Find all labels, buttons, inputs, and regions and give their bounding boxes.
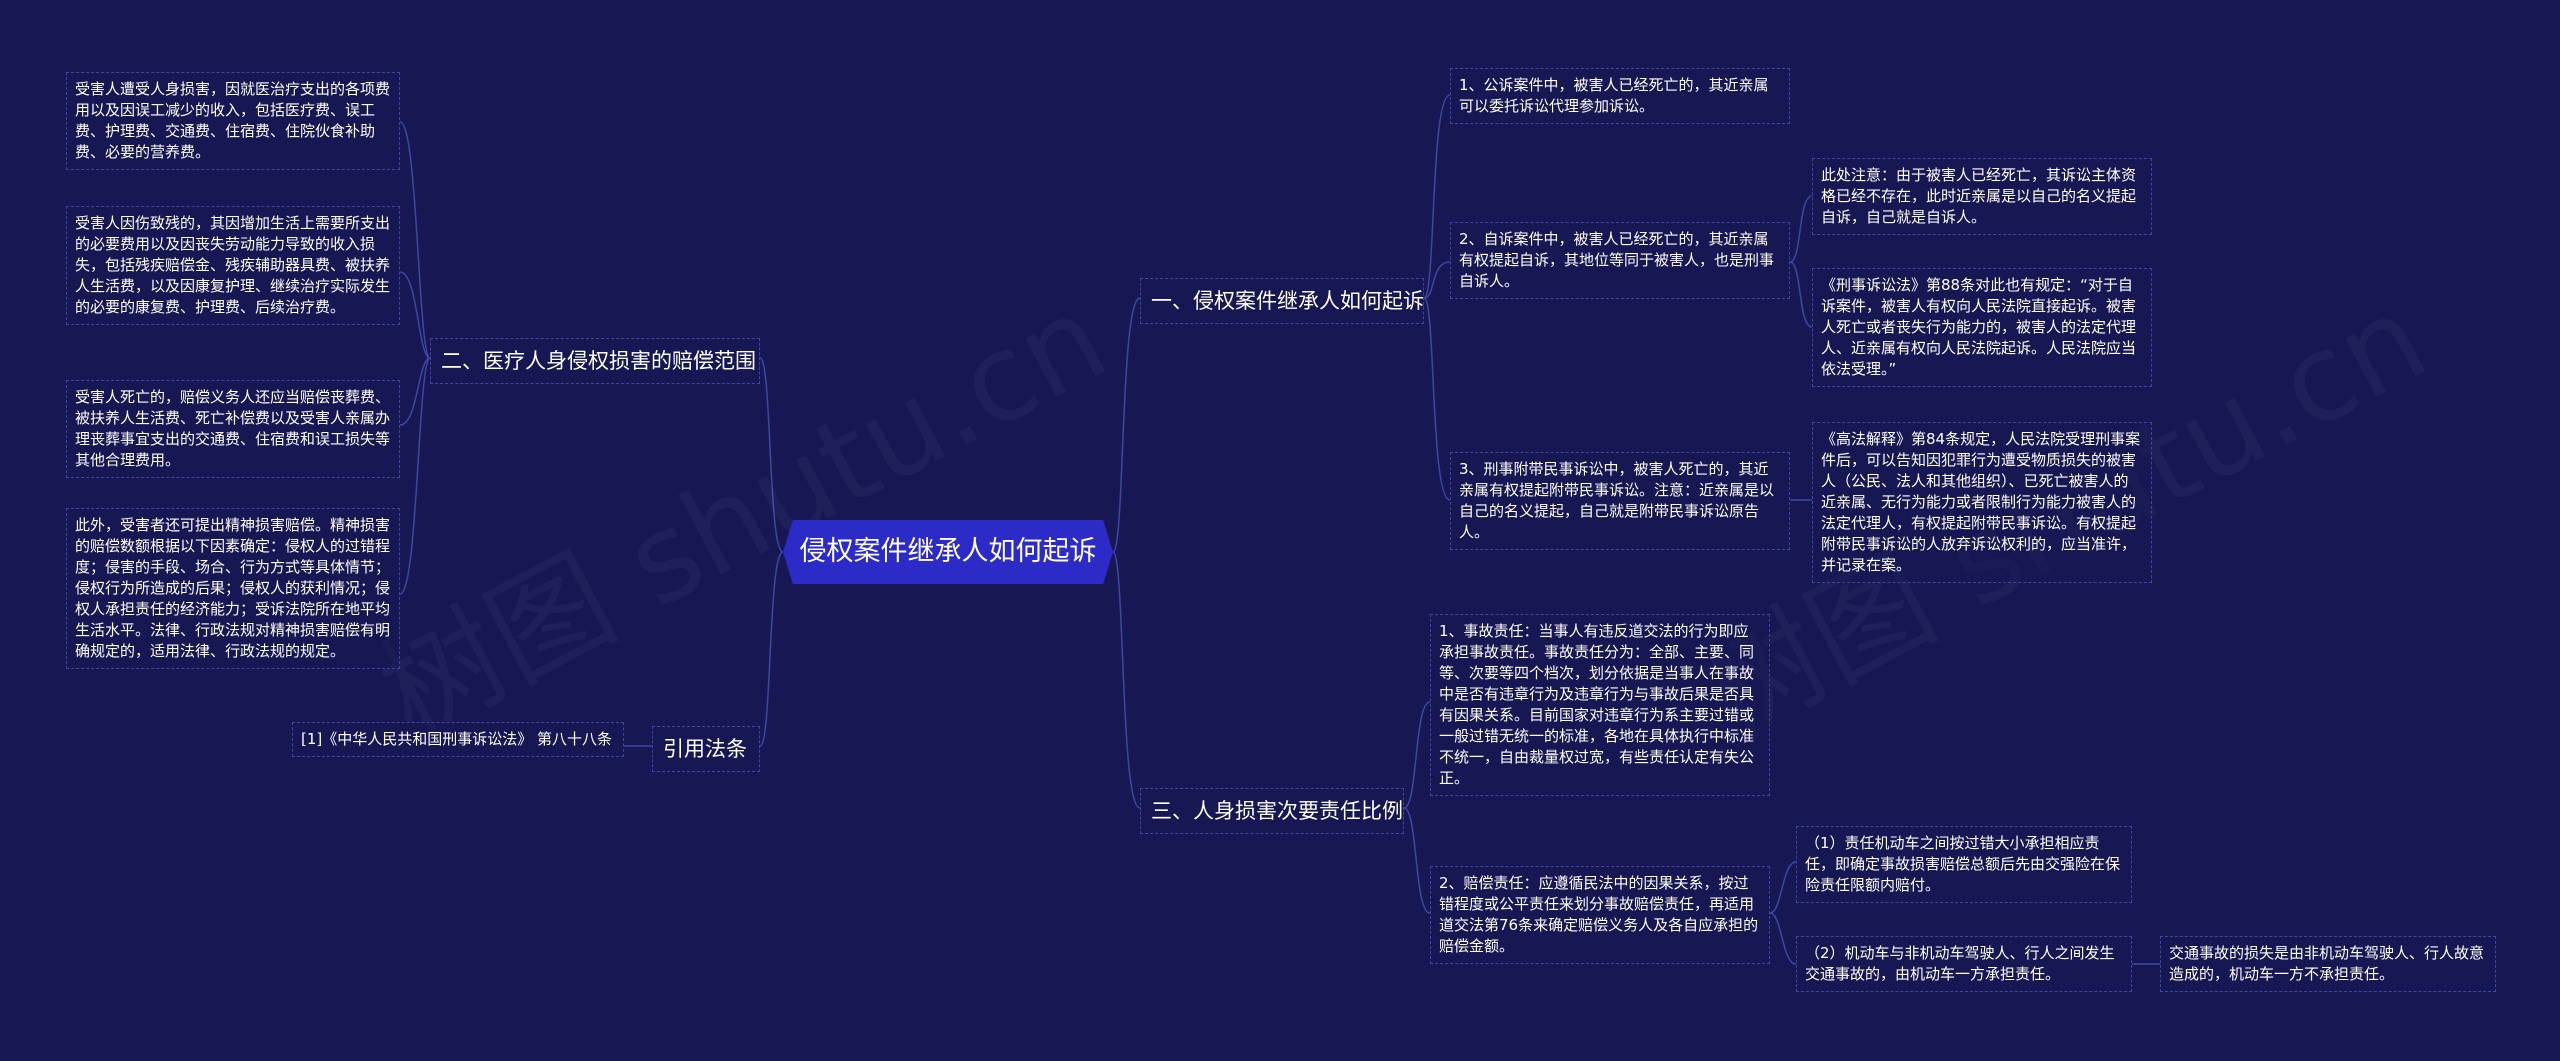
leaf-public-prosecution[interactable]: 1、公诉案件中，被害人已经死亡的，其近亲属可以委托诉讼代理参加诉讼。 — [1450, 68, 1790, 124]
connector-r2-r2b — [1789, 261, 1813, 328]
leaf-law-citation[interactable]: [1]《中华人民共和国刑事诉讼法》 第八十八条 — [292, 722, 624, 757]
connector-b1-r3 — [1423, 297, 1451, 501]
leaf-mental-damages[interactable]: 此外，受害者还可提出精神损害赔偿。精神损害的赔偿数额根据以下因素确定：侵权人的过… — [66, 508, 400, 669]
connector-b1-r1 — [1423, 94, 1451, 299]
root-node[interactable]: 侵权案件继承人如何起诉 — [783, 520, 1113, 584]
connector-r5-r5b — [1769, 912, 1797, 965]
connector-root-b3 — [1112, 551, 1141, 809]
connector-r5-r5a — [1769, 861, 1797, 914]
leaf-compensation-liability[interactable]: 2、赔偿责任：应遵循民法中的因果关系，按过错程度或公平责任来划分事故赔偿责任，再… — [1430, 866, 1770, 964]
connector-b1-r2 — [1423, 261, 1451, 299]
branch-litigation-heirs[interactable]: 一、侵权案件继承人如何起诉 — [1140, 278, 1424, 324]
leaf-intentional-pedestrian[interactable]: 交通事故的损失是由非机动车驾驶人、行人故意造成的，机动车一方不承担责任。 — [2160, 936, 2496, 992]
leaf-criminal-procedure-art88[interactable]: 《刑事诉讼法》第88条对此也有规定：“对于自诉案件，被害人有权向人民法院直接起诉… — [1812, 268, 2152, 387]
leaf-accident-liability[interactable]: 1、事故责任：当事人有违反道交法的行为即应承担事故责任。事故责任分为：全部、主要… — [1430, 614, 1770, 796]
branch-medical-compensation[interactable]: 二、医疗人身侵权损害的赔偿范围 — [430, 338, 760, 384]
connector-r2-r2a — [1789, 195, 1813, 263]
leaf-incidental-civil-suit[interactable]: 3、刑事附带民事诉讼中，被害人死亡的，其近亲属有权提起附带民事诉讼。注意：近亲属… — [1450, 452, 1790, 550]
leaf-medical-expenses[interactable]: 受害人遭受人身损害，因就医治疗支出的各项费用以及因误工减少的收入，包括医疗费、误… — [66, 72, 400, 170]
leaf-vehicle-vs-pedestrian[interactable]: （2）机动车与非机动车驾驶人、行人之间发生交通事故的，由机动车一方承担责任。 — [1796, 936, 2132, 992]
leaf-judicial-interpretation-art84[interactable]: 《高法解释》第84条规定，人民法院受理刑事案件后，可以告知因犯罪行为遭受物质损失… — [1812, 422, 2152, 583]
connector-b2-l1 — [399, 121, 431, 359]
connector-b2-l2 — [399, 271, 431, 359]
leaf-vehicle-between-vehicles[interactable]: （1）责任机动车之间按过错大小承担相应责任，即确定事故损害赔偿总额后先由交强险在… — [1796, 826, 2132, 903]
leaf-disability-expenses[interactable]: 受害人因伤致残的，其因增加生活上需要所支出的必要费用以及因丧失劳动能力导致的收入… — [66, 206, 400, 325]
leaf-private-prosecution[interactable]: 2、自诉案件中，被害人已经死亡的，其近亲属有权提起自诉，其地位等同于被害人，也是… — [1450, 222, 1790, 299]
leaf-note-self-name[interactable]: 此处注意：由于被害人已经死亡，其诉讼主体资格已经不存在，此时近亲属是以自己的名义… — [1812, 158, 2152, 235]
branch-cited-law[interactable]: 引用法条 — [652, 726, 760, 772]
connector-b2-l4 — [399, 357, 431, 595]
connector-root-b4 — [759, 551, 784, 747]
connector-b3-r5 — [1403, 807, 1431, 914]
connector-b2-l3 — [399, 357, 431, 426]
connector-root-b1 — [1112, 297, 1141, 553]
leaf-death-expenses[interactable]: 受害人死亡的，赔偿义务人还应当赔偿丧葬费、被扶养人生活费、死亡补偿费以及受害人亲… — [66, 380, 400, 478]
connector-root-b2 — [759, 357, 784, 553]
branch-secondary-liability[interactable]: 三、人身损害次要责任比例 — [1140, 788, 1404, 834]
connector-b3-r4 — [1403, 701, 1431, 809]
